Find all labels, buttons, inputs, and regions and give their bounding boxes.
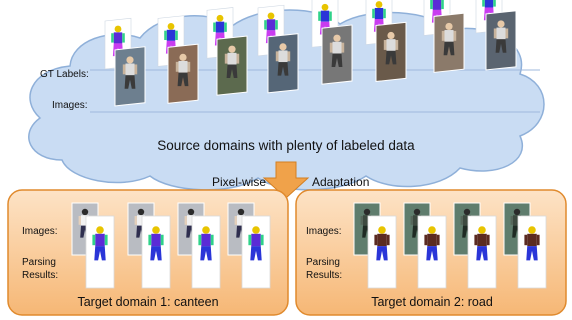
images-label-source: Images: (52, 100, 88, 111)
target-2-caption: Target domain 2: road (371, 295, 493, 309)
target-2-parsing-card (517, 215, 547, 289)
source-photo-card (485, 10, 517, 71)
target-2-parsing-card (367, 215, 397, 289)
target-2-cards (353, 202, 547, 289)
source-photo-card (167, 43, 199, 104)
adaptation-arrow (262, 161, 310, 199)
source-photo-card (216, 35, 248, 96)
source-photo-card (321, 24, 353, 85)
source-photo-card (267, 33, 299, 94)
target-1-caption: Target domain 1: canteen (77, 295, 218, 309)
target-1-parsing-label: Parsing (22, 257, 56, 268)
source-image-row (114, 10, 517, 107)
target-1-results-label: Results: (22, 270, 58, 281)
target-1-parsing-card (141, 215, 171, 289)
target-1-cards (71, 202, 271, 289)
pixel-wise-text: Pixel-wise (212, 175, 266, 189)
source-caption: Source domains with plenty of labeled da… (157, 138, 415, 153)
source-photo-card (433, 12, 465, 73)
target-1-parsing-card (85, 215, 115, 289)
target-2-results-label: Results: (306, 270, 342, 281)
source-photo-card (375, 21, 407, 83)
target-2-parsing-label: Parsing (306, 257, 340, 268)
adaptation-text: Adaptation (312, 175, 369, 189)
target-1-images-label: Images: (22, 226, 58, 237)
target-2-parsing-card (467, 215, 497, 289)
target-1-parsing-card (241, 215, 271, 289)
target-1-parsing-card (191, 215, 221, 289)
down-arrow-icon (262, 161, 310, 199)
gt-labels-label: GT Labels: (40, 69, 89, 80)
source-photo-card (114, 46, 146, 107)
target-2-images-label: Images: (306, 226, 342, 237)
target-2-parsing-card (417, 215, 447, 289)
